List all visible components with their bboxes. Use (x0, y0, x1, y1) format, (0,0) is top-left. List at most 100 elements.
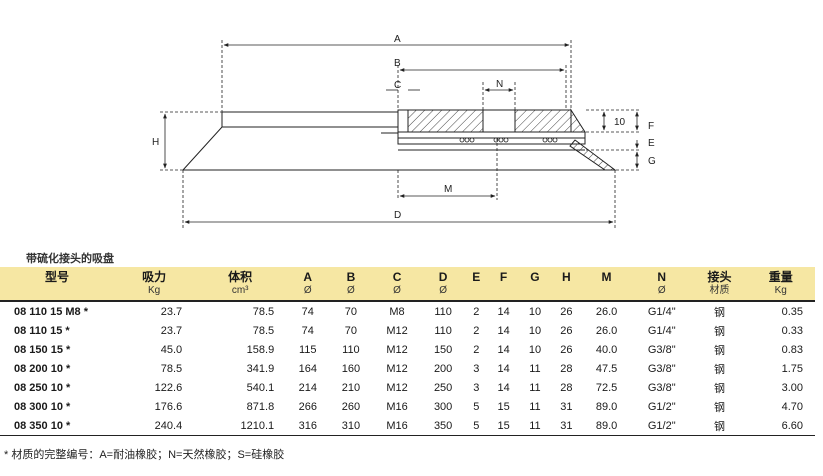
table-cell: 72.5 (595, 381, 618, 394)
table-cell: 钢 (713, 363, 725, 376)
model-cell: 08 300 10 * (14, 400, 71, 413)
table-cell: 23.7 (160, 324, 183, 337)
table-cell: G1/4" (647, 324, 676, 337)
dim-label-a: A (394, 34, 401, 45)
table-cell: 122.6 (154, 381, 183, 394)
table-cell: 70 (344, 305, 358, 318)
table-cell: 2 (473, 343, 480, 356)
col-header: M (582, 267, 632, 302)
table-cell: 176.6 (154, 400, 183, 413)
table-cell: 26 (560, 343, 573, 356)
dim-label-n: N (496, 79, 503, 90)
col-header: F (487, 267, 520, 302)
table-cell: 14 (497, 381, 510, 394)
dim-label-b: B (394, 58, 401, 69)
cup-section-right (397, 108, 617, 171)
table-cell: 160 (341, 362, 361, 375)
table-cell: M12 (386, 362, 408, 375)
table-cell: 74 (301, 324, 314, 337)
table-cell: 10 (528, 343, 542, 356)
model-cell: 08 250 10 * (14, 381, 71, 394)
table-cell: 31 (550, 416, 583, 436)
table-cell: 350 (421, 416, 465, 436)
table-cell: G3/8" (647, 343, 676, 356)
table-cell: 14 (497, 305, 510, 318)
table-cell: 钢 (692, 416, 747, 436)
table-cell: 14 (497, 343, 510, 356)
table-cell: 10 (528, 324, 542, 337)
table-cell: 26 (560, 324, 573, 337)
cup-profile-left (182, 111, 399, 171)
table-cell: 78.5 (252, 324, 275, 337)
table-cell: 78.5 (160, 362, 183, 375)
table-cell: 10 (528, 305, 542, 318)
table-cell: 158.9 (246, 343, 275, 356)
table-cell: 钢 (713, 382, 725, 395)
table-cell: M16 (372, 416, 422, 436)
table-cell: 28 (560, 381, 573, 394)
table-cell: G1/4" (647, 305, 676, 318)
table-cell: 74 (301, 305, 314, 318)
table-cell: 200 (433, 362, 453, 375)
table-cell: 150 (433, 343, 453, 356)
table-cell: 89.0 (582, 416, 632, 436)
table-cell: 4.70 (781, 400, 803, 413)
table-cell: 28 (560, 362, 573, 375)
dim-label-e: E (648, 138, 655, 149)
dim-label-d: D (394, 210, 401, 221)
dim-label-c: C (394, 80, 401, 91)
col-header: E (464, 267, 488, 302)
table-cell: 341.9 (246, 362, 275, 375)
table-cell: 2 (473, 324, 480, 337)
table-cell: 316 (286, 416, 330, 436)
table-cell: 3.00 (781, 381, 803, 394)
table-cell: 11 (529, 400, 541, 413)
suction-cup-drawing: A B C N 10 F E G H M D (152, 34, 656, 228)
table-cell: 266 (298, 400, 317, 413)
table-cell: 钢 (713, 325, 725, 338)
table-cell: 1.75 (781, 362, 803, 375)
table-cell: 1210.1 (194, 416, 287, 436)
table-cell: 5 (473, 400, 480, 413)
dimension-lines (160, 40, 640, 228)
cup-bumps (459, 137, 558, 143)
footnote: * 材质的完整编号：A=耐油橡胶；N=天然橡胶；S=硅橡胶 (4, 449, 285, 461)
table-cell: 89.0 (595, 400, 618, 413)
table-cell: 78.5 (252, 305, 275, 318)
table-cell: 31 (560, 400, 573, 413)
table-cell: M12 (386, 343, 408, 356)
table-cell: 0.33 (781, 324, 803, 337)
col-header: H (550, 267, 583, 302)
table-cell: M12 (386, 381, 408, 394)
col-header: 接头材质 (692, 267, 747, 302)
table-cell: 14 (497, 362, 510, 375)
model-cell: 08 200 10 * (14, 362, 71, 375)
table-cell: 钢 (713, 401, 725, 414)
dim-label-m: M (444, 184, 452, 195)
table-cell: 115 (298, 343, 317, 356)
dim-label-10: 10 (614, 117, 626, 128)
table-cell: 871.8 (246, 400, 275, 413)
table-cell: 540.1 (246, 381, 275, 394)
table-cell: 23.7 (160, 305, 183, 318)
table-cell: G1/2" (647, 400, 676, 413)
table-cell: 26.0 (595, 305, 618, 318)
table-cell: 26.0 (595, 324, 618, 337)
table-cell: 15 (487, 416, 520, 436)
table-cell: 240.4 (114, 416, 195, 436)
